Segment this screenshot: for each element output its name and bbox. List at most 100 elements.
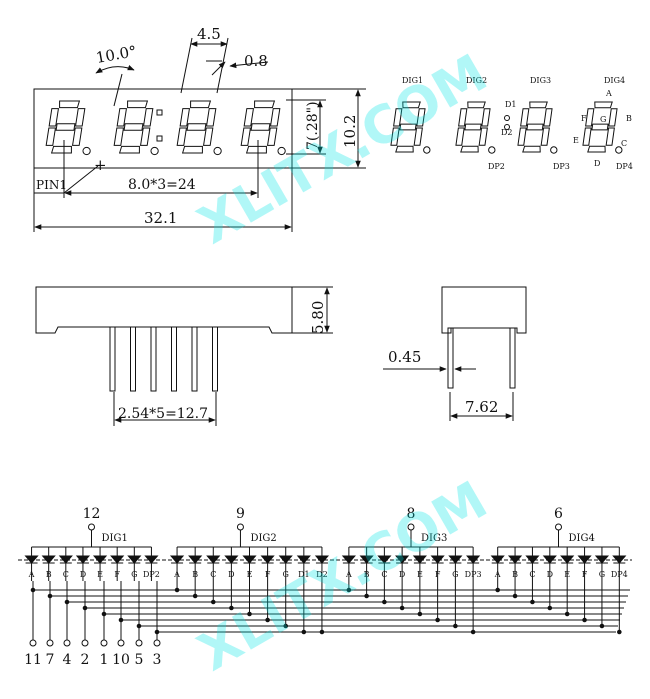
bottom-pin-pad xyxy=(81,639,89,647)
map-digit-2-seg-d xyxy=(460,145,479,153)
front-view xyxy=(33,37,366,232)
map-digit-2-seg-e xyxy=(455,127,465,146)
map-digit-4-seg-f xyxy=(585,108,595,127)
map-digit-4-seg-e xyxy=(582,127,592,146)
segment-label-d2: D2 xyxy=(316,570,328,579)
segment-label-a: A xyxy=(345,570,352,579)
pitch-ext-left xyxy=(180,37,193,94)
bottom-pin-pad xyxy=(63,639,71,647)
front-digit-4-seg-c xyxy=(266,127,278,146)
map-digit-3-seg-f xyxy=(520,108,530,127)
side-view-left xyxy=(35,286,333,426)
segment-label-c: C xyxy=(63,570,69,579)
map-digit-1-seg-e xyxy=(390,127,400,146)
map-seg-g: G xyxy=(600,115,606,124)
watermark-top: XLITX.COM xyxy=(189,43,498,256)
map-digit-1 xyxy=(390,101,431,154)
map-digit-3-seg-b xyxy=(543,108,553,127)
pin1-marker: + xyxy=(94,156,107,174)
segment-label-d1: D1 xyxy=(298,570,310,579)
map-digit-1-seg-g xyxy=(399,123,417,131)
front-digit-1-seg-e xyxy=(45,127,57,146)
side-pin-1 xyxy=(109,326,116,392)
segment-label-e: E xyxy=(564,570,570,579)
map-digit-4-seg-g xyxy=(591,123,609,131)
front-digit-2-dp xyxy=(150,146,159,156)
map-seg-f: F xyxy=(581,114,587,123)
map-colon-bottom xyxy=(504,124,510,130)
segment-label-b: B xyxy=(192,570,198,579)
segment-label-a: A xyxy=(28,570,35,579)
side-pin-3 xyxy=(150,326,157,392)
colon-dot-bottom xyxy=(156,135,163,142)
segment-label-g: G xyxy=(283,570,289,579)
segw-arrow1 xyxy=(211,61,226,76)
segment-label-a: A xyxy=(173,570,180,579)
map-digit-3 xyxy=(517,101,558,154)
digit-span-label: 8.0*3=24 xyxy=(128,177,196,193)
front-digit-1-seg-c xyxy=(71,127,83,146)
bus-node xyxy=(82,605,88,611)
segment-label-b: B xyxy=(364,570,370,579)
cathode-node xyxy=(453,623,458,629)
front-digit-3-seg-a xyxy=(190,100,212,109)
front-digit-1-seg-a xyxy=(59,100,81,109)
map-dp4-label: DP4 xyxy=(616,162,633,171)
front-digit-3-seg-c xyxy=(202,127,214,146)
map-dig4-label: DIG4 xyxy=(604,76,625,85)
map-digit-2 xyxy=(455,101,496,154)
front-digit-4-seg-e xyxy=(240,127,252,146)
map-seg-d: D xyxy=(594,159,600,168)
segment-label-c: C xyxy=(529,570,535,579)
cathode-node xyxy=(283,623,289,629)
cathode-node xyxy=(564,611,570,617)
front-digit-1-seg-f xyxy=(48,108,60,127)
front-digit-4-seg-g xyxy=(250,123,271,131)
side-body-outline xyxy=(35,286,293,334)
segment-label-g: G xyxy=(452,570,458,579)
map-d2-label: D2 xyxy=(501,128,513,137)
map-dig3-label: DIG3 xyxy=(530,76,551,85)
cathode-node xyxy=(470,629,476,635)
watermark-bottom: XLITX.COM xyxy=(189,470,498,683)
segment-label-a: A xyxy=(494,570,501,579)
cathode-node xyxy=(417,611,423,617)
front-digit-2-seg-d xyxy=(118,145,140,154)
digit-pin-number: 8 xyxy=(407,506,416,522)
map-digit-1-seg-a xyxy=(402,101,421,109)
cathode-node xyxy=(346,587,352,593)
map-seg-b: B xyxy=(626,114,632,123)
front-digit-2-seg-a xyxy=(127,100,149,109)
end-pin-right xyxy=(509,327,516,389)
map-digit-2-dp xyxy=(488,146,496,154)
cathode-node xyxy=(364,593,369,599)
map-seg-e: E xyxy=(573,136,579,145)
angle-arc xyxy=(95,64,135,74)
cathode-node xyxy=(495,587,500,593)
bottom-pin-number: 4 xyxy=(63,652,72,668)
map-digit-4-seg-c xyxy=(605,127,615,146)
bottom-pin-pad xyxy=(46,639,54,647)
front-digit-3-seg-f xyxy=(179,108,191,127)
cathode-node xyxy=(174,587,180,593)
colon-dot-top xyxy=(156,109,163,116)
total-width-label: 32.1 xyxy=(144,209,177,227)
front-digit-2-seg-g xyxy=(123,123,144,131)
digit-pin-pad xyxy=(88,523,95,531)
segment-label-d: D xyxy=(547,570,553,579)
digit-height-label: 7(.28") xyxy=(305,101,321,150)
cathode-node xyxy=(247,611,252,617)
front-digit-2 xyxy=(113,100,159,156)
pin-width-label: 0.45 xyxy=(388,348,421,366)
front-digit-1-seg-b xyxy=(74,108,86,127)
segment-label-f: F xyxy=(435,570,441,579)
cathode-node xyxy=(582,617,587,623)
digit-pin-pad xyxy=(555,523,562,531)
digit-pin-pad xyxy=(407,523,415,531)
map-digit-2-seg-f xyxy=(458,108,468,127)
map-digit-4-seg-a xyxy=(594,101,613,109)
segw-arrow2 xyxy=(229,61,269,69)
seg-width-label: 0.8 xyxy=(244,52,268,70)
map-seg-c: C xyxy=(621,139,627,148)
